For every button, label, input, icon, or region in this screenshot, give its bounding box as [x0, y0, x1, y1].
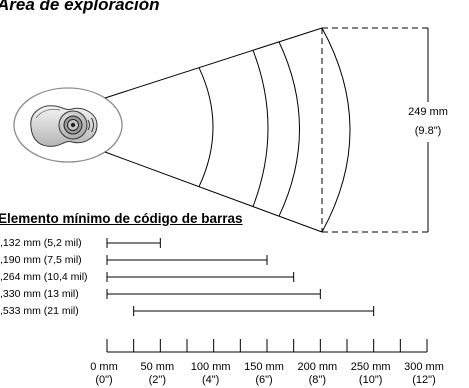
scan-width-dimension [321, 27, 429, 233]
beam-indicator-icon [87, 117, 94, 133]
scale-label-inches: (6") [255, 374, 273, 386]
depth-arc-4 [321, 27, 351, 233]
scan-cone-top-edge [104, 27, 323, 99]
scale-label-mm: 300 mm [404, 361, 444, 373]
barcode-size-label-1: ,132 mm (5,2 mil) [0, 237, 82, 249]
scale-label-mm: 100 mm [190, 361, 231, 373]
scale-label-mm: 200 mm [297, 361, 338, 373]
barcode-size-label-4: ,330 mm (13 mil) [0, 288, 79, 300]
scale-label-mm: 150 mm [244, 361, 284, 373]
scan-cone [104, 27, 351, 233]
depth-arc-1 [198, 67, 214, 187]
scale-label-mm: 0 mm [90, 361, 118, 373]
diagram-title: Área de exploración [0, 0, 160, 14]
scan-width-mm-label: 249 mm [408, 106, 448, 118]
scale-label-inches: (10") [358, 374, 383, 386]
scale-label-mm: 250 mm [350, 361, 391, 373]
barcode-size-label-3: ,264 mm (10,4 mil) [0, 271, 88, 283]
scale-label-inches: (8") [308, 374, 327, 386]
beam-arc-outer [91, 117, 94, 133]
scan-width-inches-label: (9.8") [414, 125, 442, 137]
lens-center [70, 122, 76, 128]
scale-label-inches: (12") [412, 374, 436, 386]
barcode-size-label-2: ,190 mm (7,5 mil) [0, 254, 82, 266]
scale-label-inches: (2") [148, 374, 167, 386]
barcode-size-label-5: ,533 mm (21 mil) [0, 305, 79, 317]
scale-label-inches: (4") [201, 374, 220, 386]
scale-label-inches: (0") [95, 374, 113, 386]
depth-arc-2 [252, 50, 269, 207]
depth-arc-3 [278, 41, 300, 217]
range-bars [106, 238, 375, 316]
barcode-section-heading: Elemento mínimo de código de barras [0, 211, 243, 226]
scanner-device [13, 87, 123, 163]
beam-arc-inner [87, 119, 90, 131]
scanner-body-contour [35, 108, 61, 119]
distance-scale [106, 339, 428, 353]
scan-cone-bottom-edge [104, 151, 323, 233]
scale-label-mm: 50 mm [140, 361, 175, 373]
